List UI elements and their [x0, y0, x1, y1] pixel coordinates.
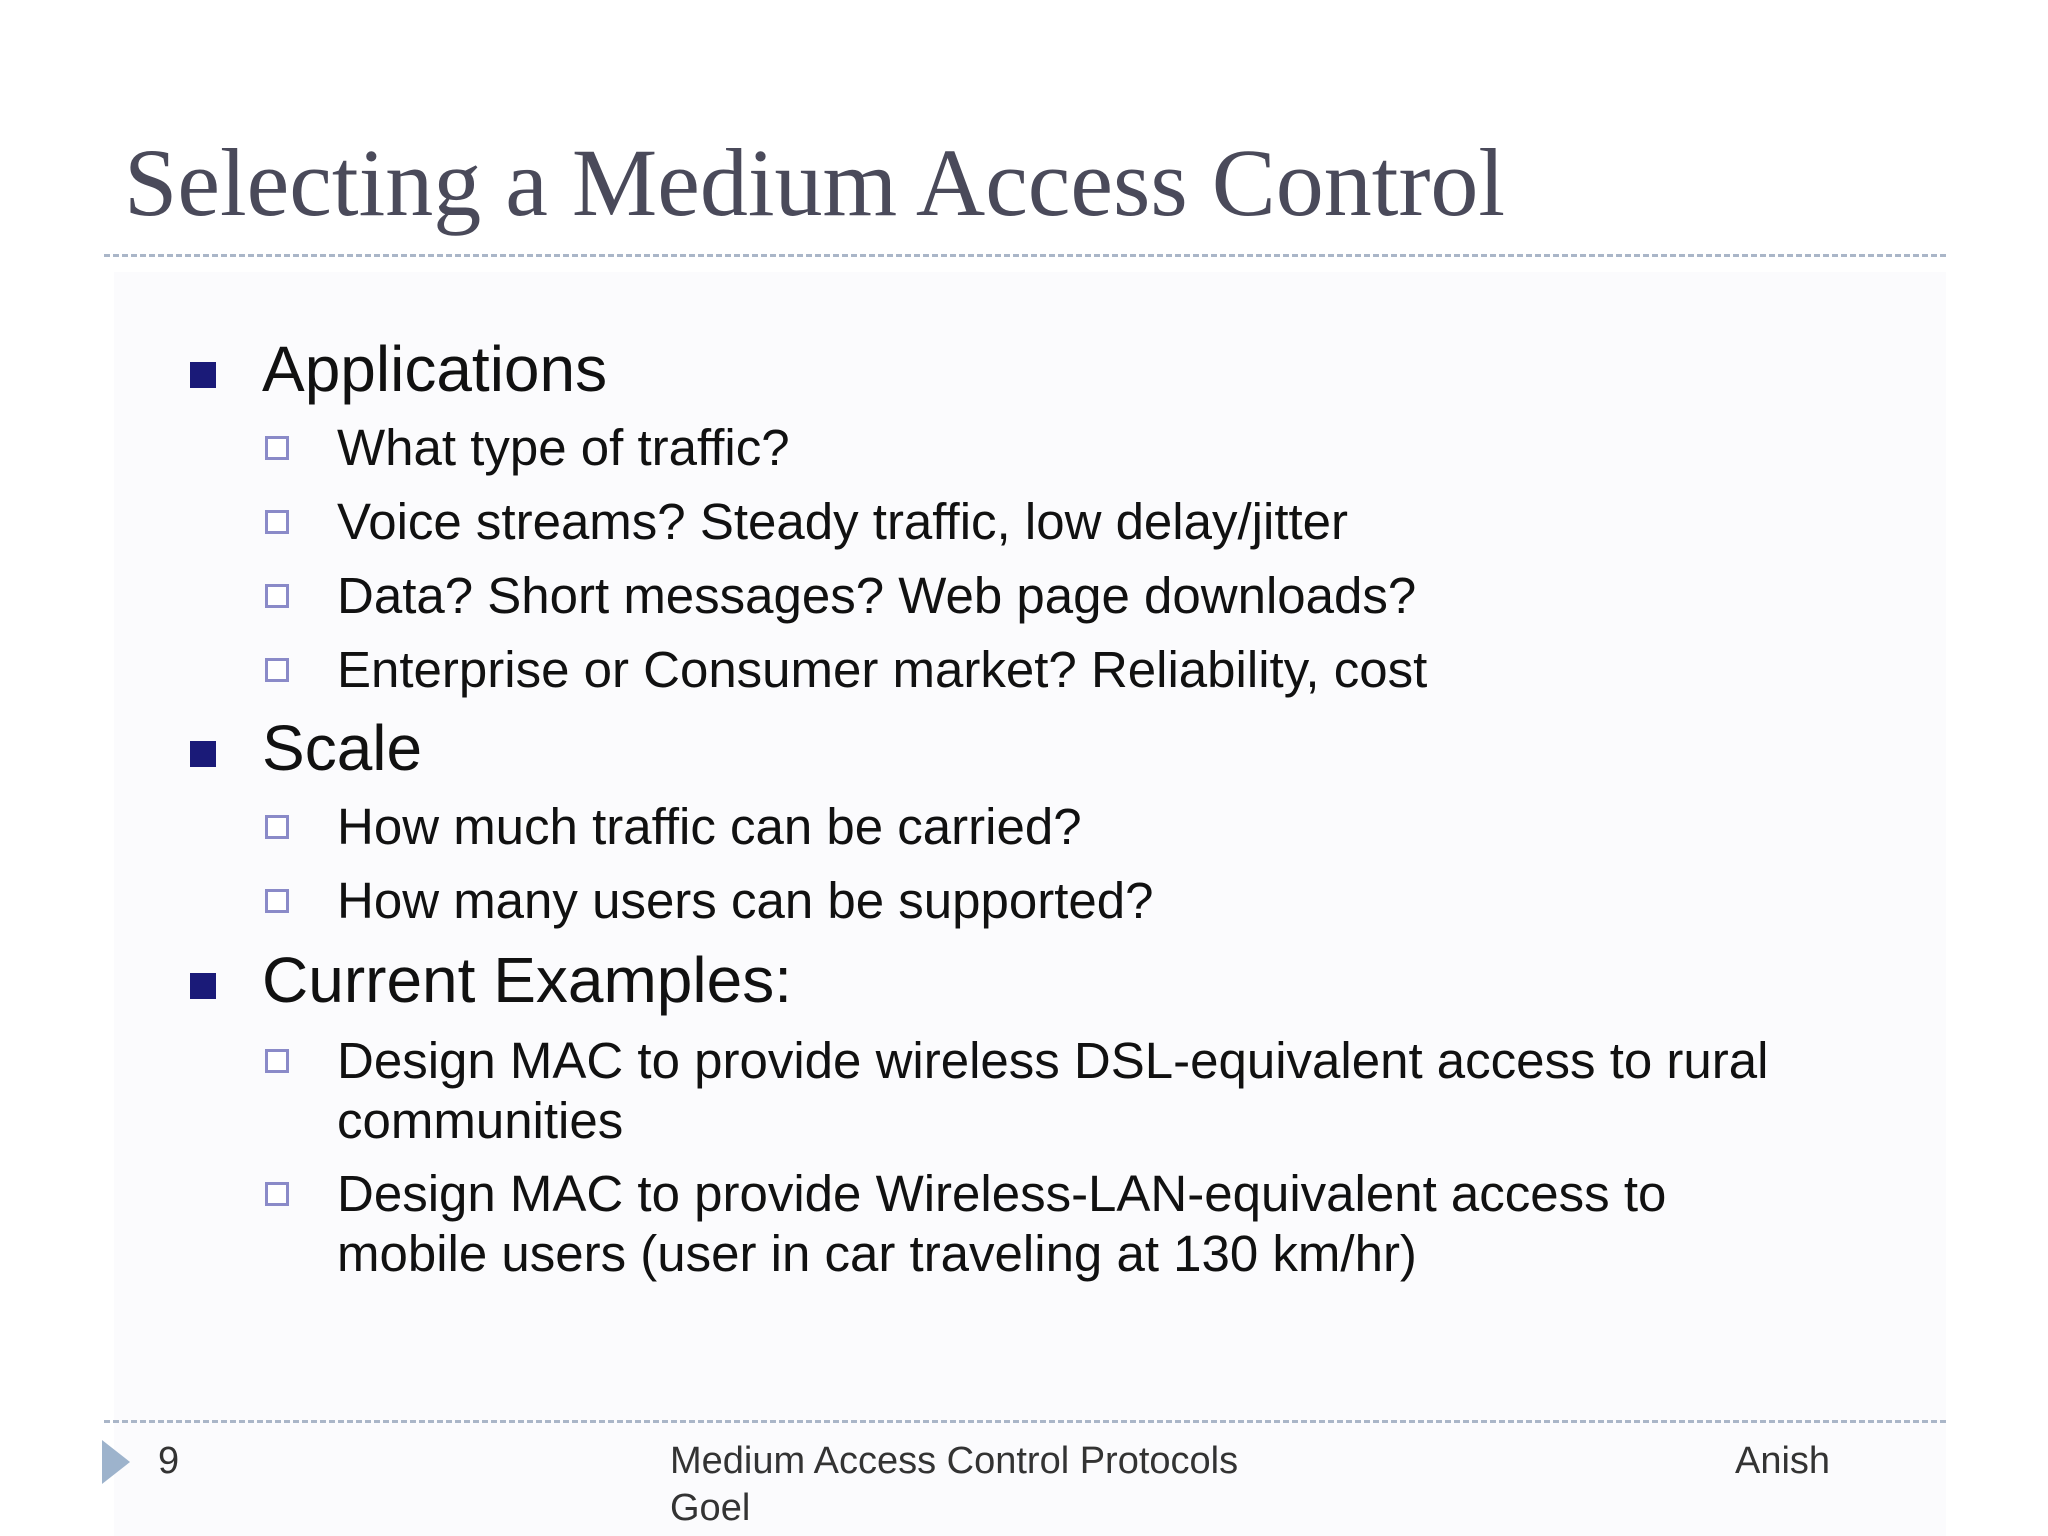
list-item-line: Design MAC to provide wireless DSL-equiv…	[337, 1032, 1769, 1089]
list-item-line: mobile users (user in car traveling at 1…	[337, 1225, 1417, 1282]
hollow-square-icon	[265, 510, 289, 534]
footer-page-number: 9	[158, 1440, 180, 1482]
footer-title-line: Goel	[670, 1487, 751, 1529]
content-panel	[114, 272, 1946, 1536]
filled-square-icon	[190, 973, 216, 999]
list-item: What type of traffic?	[337, 419, 790, 476]
footer-title-line: Medium Access Control Protocols	[670, 1440, 1239, 1482]
list-item: Data? Short messages? Web page downloads…	[337, 567, 1417, 624]
section-heading-applications: Applications	[262, 333, 608, 405]
footer-author: Anish	[1735, 1440, 1831, 1482]
hollow-square-icon	[265, 1182, 289, 1206]
slide-title: Selecting a Medium Access Control	[124, 129, 1506, 236]
hollow-square-icon	[265, 1049, 289, 1073]
hollow-square-icon	[265, 815, 289, 839]
hollow-square-icon	[265, 436, 289, 460]
triangle-right-icon	[102, 1440, 130, 1484]
list-item: How many users can be supported?	[337, 872, 1154, 929]
hollow-square-icon	[265, 889, 289, 913]
hollow-square-icon	[265, 658, 289, 682]
footer-title: Medium Access Control Protocols Goel	[670, 1438, 1238, 1532]
list-item: How much traffic can be carried?	[337, 798, 1082, 855]
section-heading-current-examples: Current Examples:	[262, 944, 792, 1016]
hollow-square-icon	[265, 584, 289, 608]
section-heading-scale: Scale	[262, 712, 423, 784]
list-item: Voice streams? Steady traffic, low delay…	[337, 493, 1349, 550]
footer-divider	[104, 1420, 1946, 1423]
title-divider	[104, 254, 1946, 257]
list-item-line: communities	[337, 1092, 624, 1149]
filled-square-icon	[190, 741, 216, 767]
filled-square-icon	[190, 362, 216, 388]
list-item: Enterprise or Consumer market? Reliabili…	[337, 641, 1428, 698]
list-item-line: Design MAC to provide Wireless-LAN-equiv…	[337, 1165, 1667, 1222]
